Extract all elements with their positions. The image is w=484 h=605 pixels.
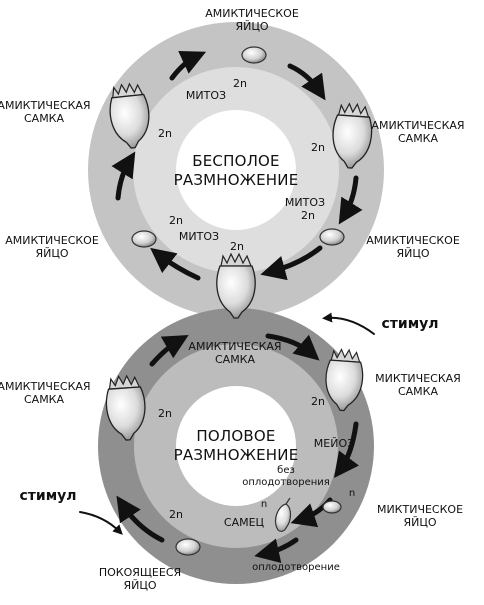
ploidy-label: 2n: [169, 508, 183, 521]
mictic-egg-icon: [322, 500, 342, 514]
arrow-left-up: [111, 151, 136, 201]
mitosis-label: МИТОЗ: [284, 196, 326, 209]
ploidy-label: 2n: [311, 141, 325, 154]
arrow-fertilization: [254, 537, 299, 563]
sexual-reproduction-title: ПОЛОВОЕ РАЗМНОЖЕНИЕ: [173, 427, 299, 464]
resting-egg-icon: [175, 538, 201, 556]
amictic-female-junction-icon: [216, 252, 256, 319]
haploid-label: n: [260, 499, 268, 510]
stimulus-label-bottom: стимул: [19, 488, 77, 504]
mictic-egg-label: МИКТИЧЕСКОЕ ЯЙЦО: [376, 503, 464, 529]
amictic-female-left-label: АМИКТИЧЕСКАЯ САМКА: [0, 380, 91, 406]
fertilization-label: оплодотворение: [252, 562, 340, 573]
arrow-resting-to-left: [116, 495, 165, 543]
arrow-right-to-bottom: [260, 245, 323, 281]
ploidy-label: 2n: [230, 240, 244, 253]
organisms: [105, 82, 373, 441]
haploid-label: n: [348, 488, 356, 499]
arrow-bottom-to-left: [150, 247, 201, 281]
amictic-female-top-right-icon: [332, 102, 373, 169]
mitosis-label: МИТОЗ: [178, 230, 220, 243]
arrow-top-to-mictic: [265, 333, 320, 361]
ploidy-label: 2n: [158, 407, 172, 420]
eggs: [131, 46, 345, 556]
amictic-egg-left-icon: [131, 230, 157, 248]
bottom-center-hole: [176, 386, 296, 506]
amictic-female-left-label: АМИКТИЧЕСКАЯ САМКА: [0, 99, 91, 125]
amictic-female-right-label: АМИКТИЧЕСКАЯ САМКА: [371, 119, 465, 145]
amictic-egg-left-label: АМИКТИЧЕСКОЕ ЯЙЦО: [5, 234, 99, 260]
meiosis-label: МЕЙОЗ: [313, 437, 355, 450]
arrow-left-to-top: [149, 335, 189, 367]
ploidy-label: 2n: [233, 77, 247, 90]
arrow-top-left: [169, 50, 207, 81]
stimulus-arrow-top: [322, 312, 375, 335]
male-icon: [274, 497, 292, 532]
mictic-female-icon: [325, 348, 364, 412]
amictic-female-top-left-icon: [109, 82, 150, 149]
ploidy-label: 2n: [169, 214, 183, 227]
arrow-top-right: [287, 63, 326, 101]
arrow-meiosis-down: [334, 421, 359, 479]
top-cycle-arrows: [111, 50, 363, 281]
stimulus-label-top: стимул: [381, 316, 439, 332]
no-fertilization-label: без оплодотворения: [242, 465, 330, 488]
top-center-hole: [176, 110, 296, 230]
amictic-egg-right-icon: [319, 228, 345, 246]
ploidy-label: 2n: [301, 209, 315, 222]
ploidy-label: 2n: [158, 127, 172, 140]
male-label: САМЕЦ: [223, 516, 265, 529]
amictic-female-bottom-left-icon: [105, 374, 146, 441]
stimulus-arrow-bottom: [79, 511, 123, 535]
amictic-egg-top-icon: [241, 46, 267, 64]
amictic-egg-top-label: АМИКТИЧЕСКОЕ ЯЙЦО: [205, 7, 299, 33]
mitosis-label: МИТОЗ: [185, 89, 227, 102]
ploidy-label: 2n: [311, 395, 325, 408]
mictic-female-label: МИКТИЧЕСКАЯ САМКА: [375, 372, 461, 398]
stimulus-arrows: [79, 312, 375, 535]
arrow-right-down: [338, 175, 363, 225]
amictic-egg-right-label: АМИКТИЧЕСКОЕ ЯЙЦО: [366, 234, 460, 260]
resting-egg-label: ПОКОЯЩЕЕСЯ ЯЙЦО: [98, 566, 182, 592]
asexual-reproduction-title: БЕСПОЛОЕ РАЗМНОЖЕНИЕ: [173, 152, 299, 189]
amictic-female-top-label: АМИКТИЧЕСКАЯ САМКА: [188, 340, 282, 366]
